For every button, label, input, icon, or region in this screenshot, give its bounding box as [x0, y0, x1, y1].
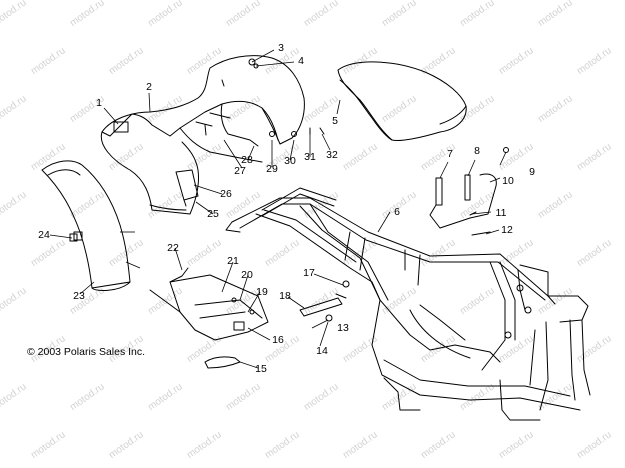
callout-3: 3	[278, 41, 284, 54]
fastener-29-32-part	[248, 58, 325, 137]
callout-1: 1	[96, 96, 102, 109]
callout-22: 22	[167, 241, 179, 254]
callout-5: 5	[332, 114, 338, 127]
callout-14: 14	[316, 344, 328, 357]
seat-part	[337, 61, 467, 141]
callout-6: 6	[394, 205, 400, 218]
copyright-text: © 2003 Polaris Sales Inc.	[27, 346, 146, 358]
callout-15: 15	[255, 362, 267, 375]
callout-4: 4	[298, 54, 304, 67]
callout-25: 25	[207, 207, 219, 220]
callout-17: 17	[303, 266, 315, 279]
callout-11: 11	[495, 206, 507, 219]
callout-29: 29	[266, 162, 278, 175]
callout-21: 21	[227, 254, 239, 267]
callout-32: 32	[326, 148, 338, 161]
callout-30: 30	[284, 154, 296, 167]
rear-fender-part	[100, 55, 305, 215]
callout-20: 20	[241, 268, 253, 281]
small-hardware-part	[325, 280, 350, 322]
callout-27: 27	[234, 164, 246, 177]
callout-8: 8	[474, 144, 480, 157]
leader-lines	[49, 49, 507, 369]
callout-28: 28	[241, 153, 253, 166]
rear-rack-mount-part	[429, 147, 509, 236]
callout-13: 13	[337, 321, 349, 334]
callout-10: 10	[502, 174, 514, 187]
main-frame-part	[225, 187, 591, 421]
callout-9: 9	[529, 165, 535, 178]
callout-18: 18	[279, 289, 291, 302]
bracket-15-part	[204, 356, 241, 369]
callout-23: 23	[73, 289, 85, 302]
callout-2: 2	[146, 80, 152, 93]
callout-7: 7	[447, 147, 453, 160]
fender-bracket-part	[175, 169, 199, 207]
callout-16: 16	[272, 333, 284, 346]
bracket-18-part	[299, 293, 347, 317]
callout-26: 26	[220, 187, 232, 200]
mud-flap-part	[41, 160, 131, 291]
callout-24: 24	[38, 228, 50, 241]
callout-12: 12	[501, 223, 513, 236]
callout-19: 19	[256, 285, 268, 298]
callout-31: 31	[304, 150, 316, 163]
